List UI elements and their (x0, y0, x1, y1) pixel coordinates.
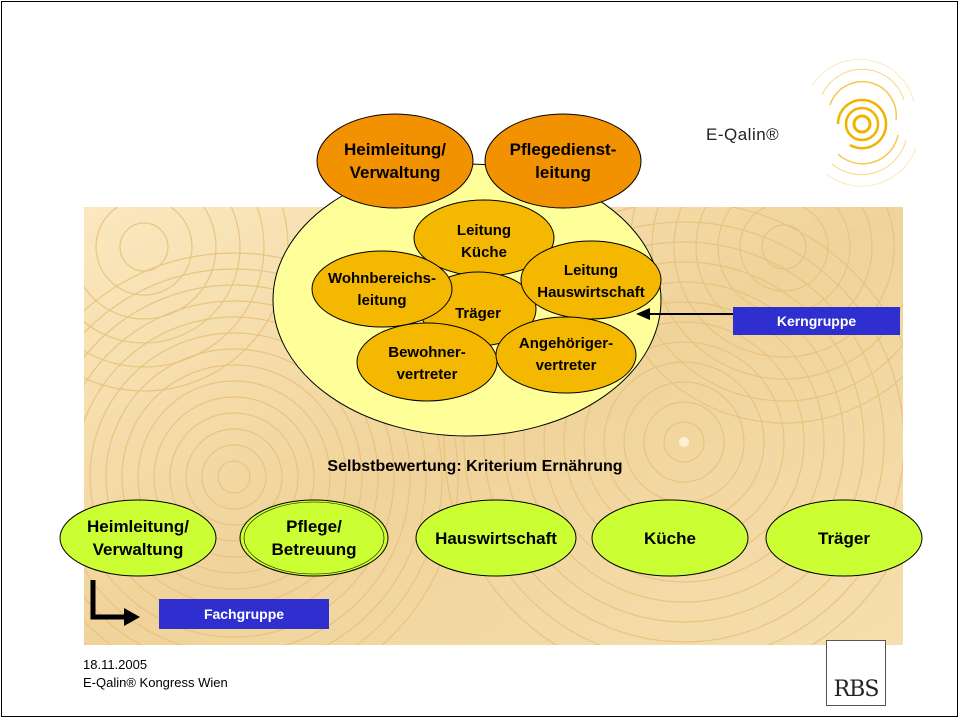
svg-text:Heimleitung/: Heimleitung/ (87, 517, 189, 536)
svg-text:vertreter: vertreter (397, 366, 458, 383)
svg-text:Pflegedienst-: Pflegedienst- (510, 140, 617, 159)
fachgruppe-arrow (90, 580, 140, 626)
svg-text:Küche: Küche (461, 244, 507, 261)
top-ellipse-pflegedienst: Pflegedienst- leitung (484, 113, 642, 209)
svg-text:Pflege/: Pflege/ (286, 517, 342, 536)
svg-text:Hauswirtschaft: Hauswirtschaft (435, 529, 557, 548)
svg-text:leitung: leitung (535, 163, 591, 182)
fach-group-kueche: Küche (591, 499, 749, 577)
svg-text:Betreuung: Betreuung (272, 540, 357, 559)
fachgruppe-label: Fachgruppe (159, 599, 329, 629)
svg-text:Hauswirtschaft: Hauswirtschaft (537, 284, 645, 301)
kerngruppe-label: Kerngruppe (733, 307, 900, 335)
svg-text:Angehöriger-: Angehöriger- (519, 335, 613, 352)
kern-member-angehoerigervertreter: Angehöriger- vertreter (495, 316, 637, 394)
svg-text:Bewohner-: Bewohner- (388, 344, 466, 361)
fach-group-hauswirtschaft: Hauswirtschaft (415, 499, 577, 577)
svg-text:Küche: Küche (644, 529, 696, 548)
svg-text:Leitung: Leitung (457, 222, 511, 239)
kern-member-bewohnervertreter: Bewohner- vertreter (356, 322, 498, 402)
kern-member-leitung-kueche: Leitung Küche (413, 199, 555, 277)
svg-text:Träger: Träger (818, 529, 870, 548)
svg-text:vertreter: vertreter (536, 357, 597, 374)
rbs-logo: RBS (826, 640, 886, 706)
kern-member-leitung-hauswirtschaft: Leitung Hauswirtschaft (520, 240, 662, 320)
top-ellipse-heimleitung: Heimleitung/ Verwaltung (316, 113, 474, 209)
fach-group-heimleitung: Heimleitung/ Verwaltung (59, 499, 217, 577)
rbs-logo-text: RBS (833, 677, 880, 702)
svg-text:Heimleitung/: Heimleitung/ (344, 140, 446, 159)
slide-heading: Selbstbewertung: Kriterium Ernährung (327, 458, 623, 475)
footer-date: 18.11.2005 (83, 657, 148, 672)
svg-text:leitung: leitung (357, 292, 406, 309)
svg-text:Verwaltung: Verwaltung (350, 163, 441, 182)
svg-text:Verwaltung: Verwaltung (93, 540, 184, 559)
svg-text:Wohnbereichs-: Wohnbereichs- (328, 270, 436, 287)
eqalin-logo-text: E-Qalin® (706, 125, 780, 144)
svg-text:Träger: Träger (455, 305, 501, 322)
eqalin-logo-rings (811, 59, 917, 187)
footer-congress: E-Qalin® Kongress Wien (83, 675, 228, 690)
fach-group-traeger: Träger (765, 499, 923, 577)
fach-group-pflege: Pflege/ Betreuung (239, 499, 389, 577)
svg-text:Leitung: Leitung (564, 262, 618, 279)
kern-member-wohnbereichsleitung: Wohnbereichs- leitung (311, 250, 453, 328)
kerngruppe-arrow (636, 308, 733, 320)
